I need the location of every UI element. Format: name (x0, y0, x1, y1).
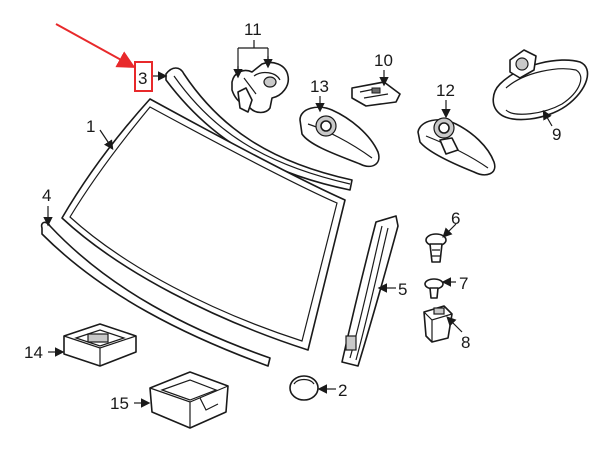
leader-lines (43, 40, 553, 408)
small-clip (351, 81, 401, 107)
leader-11 (237, 40, 269, 74)
callout-3: 3 (138, 69, 147, 88)
round-cap (289, 375, 319, 401)
highlight-annotation (55, 23, 153, 92)
control-module (63, 323, 137, 367)
callout-8: 8 (461, 333, 470, 352)
callout-labels: 1 2 3 4 5 6 7 8 9 10 11 12 13 14 15 (24, 20, 561, 413)
clip-block (423, 305, 453, 343)
leader-8 (446, 316, 463, 333)
leader-1 (99, 129, 114, 150)
callout-2: 2 (338, 381, 347, 400)
callout-11: 11 (244, 20, 262, 39)
sensor-cover-right (417, 117, 496, 176)
callout-14: 14 (24, 343, 43, 362)
upper-moulding-strip (165, 67, 353, 191)
leader-9 (542, 109, 553, 127)
windshield-glass (61, 98, 346, 351)
callout-12: 12 (436, 81, 455, 100)
sensor-bracket (231, 61, 290, 114)
red-arrow (55, 23, 136, 68)
callout-13: 13 (310, 77, 329, 96)
callout-9: 9 (552, 125, 561, 144)
callout-10: 10 (374, 51, 393, 70)
callout-6: 6 (451, 209, 460, 228)
push-clip (425, 233, 447, 263)
callout-5: 5 (398, 280, 407, 299)
leader-6 (442, 223, 457, 238)
screw-clip (424, 278, 444, 299)
storage-tray (149, 371, 229, 429)
callout-15: 15 (110, 394, 129, 413)
callout-7: 7 (459, 274, 468, 293)
highlight-box (134, 61, 153, 92)
callout-4: 4 (42, 186, 51, 205)
rear-view-mirror (492, 49, 589, 121)
sensor-cover-left (299, 106, 380, 168)
callout-1: 1 (86, 117, 95, 136)
a-pillar-trim (341, 215, 399, 367)
